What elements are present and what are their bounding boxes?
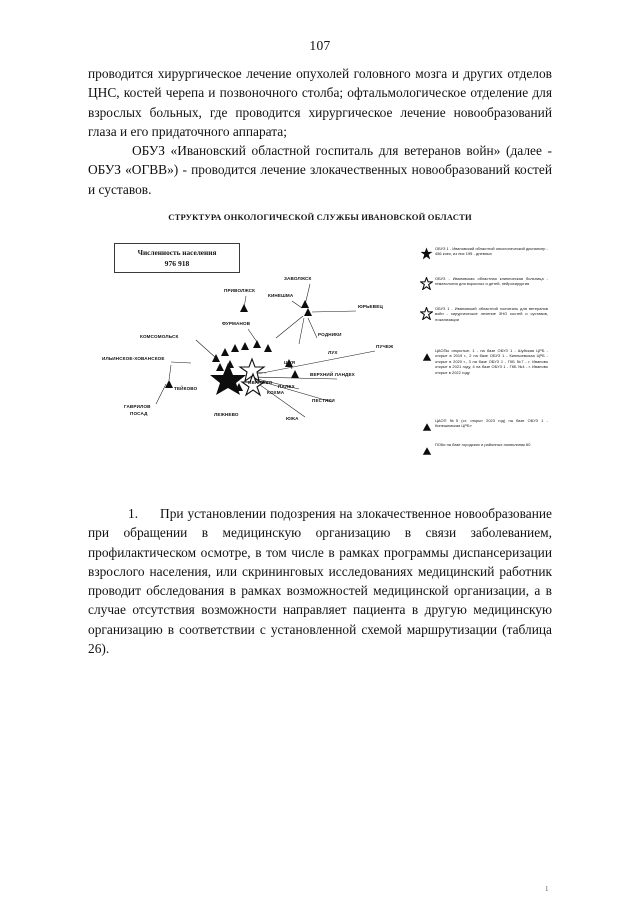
paragraph-2: ОБУЗ «Ивановский областной госпиталь для…	[88, 141, 552, 199]
city-label-pestyaki: ПЕСТЯКИ	[312, 398, 335, 403]
star-veterans-hospital	[240, 372, 266, 397]
triangle-icon	[418, 442, 435, 461]
paragraph-3: 1.При установлении подозрения на злокаче…	[88, 504, 552, 658]
population-box: Численность населения 976 918	[114, 243, 240, 273]
ivanovo-region-map: ЗАВОЛЖСК КИНЕШМА ЮРЬЕВЕЦ ПРИВОЛЖСК ФУРМА…	[96, 232, 412, 484]
city-label-puchezh: ПУЧЕЖ	[376, 344, 394, 349]
legend-item-clinical-hospital: ОБУЗ - Ивановская областная клиническая …	[418, 275, 548, 295]
legend-item-oncology-dispensary: ОБУЗ 1 - Ивановский областной онкологиче…	[418, 246, 548, 265]
city-label-palekh: ПАЛЕХ	[278, 384, 295, 389]
legend-text-tsaop-5: ЦАОП №5 (ст. открыт 2023 год) на базе ОБ…	[435, 418, 548, 429]
legend-text-oncology-dispensary: ОБУЗ 1 - Ивановский областной онкологиче…	[435, 246, 548, 257]
city-label-gavrilov: ГАВРИЛОВ	[124, 404, 151, 409]
city-label-lukh: ЛУХ	[328, 350, 338, 355]
star-oncology-dispensary	[210, 363, 246, 395]
city-label-verkhniy-landekh: ВЕРХНИЙ ЛАНДЕХ	[310, 372, 355, 377]
city-label-komsomolsk: КОМСОМОЛЬСК	[140, 334, 179, 339]
map-star-markers	[210, 357, 266, 397]
paragraph-1: проводится хирургическое лечение опухоле…	[88, 66, 552, 139]
star-filled-icon	[418, 246, 435, 265]
legend-item-tsaop-5: ЦАОП №5 (ст. открыт 2023 год) на базе ОБ…	[418, 418, 548, 437]
city-label-yuryevets: ЮРЬЕВЕЦ	[358, 304, 383, 309]
city-label-shuya: ШУЯ	[284, 360, 296, 365]
page-footer-mark: 1	[545, 885, 549, 893]
city-label-yuzha: ЮЖА	[286, 416, 299, 421]
city-label-zavolzhsk: ЗАВОЛЖСК	[284, 276, 312, 281]
population-label: Численность населения	[137, 248, 217, 257]
legend-item-poki: ПОКи на базе городских и районных поликл…	[418, 442, 548, 461]
city-label-ivanovo: ИВАНОВО	[248, 380, 273, 385]
city-label-teykovo: ТЕЙКОВО	[174, 386, 198, 391]
city-label-furmanov: ФУРМАНОВ	[222, 321, 251, 326]
triangle-icon	[418, 418, 435, 437]
city-label-lezhnevo: ЛЕЖНЕВО	[214, 412, 239, 417]
city-label-kineshma: КИНЕШМА	[268, 293, 294, 298]
legend-text-poki: ПОКи на базе городских и районных поликл…	[435, 442, 531, 447]
triangle-icon	[418, 348, 435, 367]
legend-item-tsaop-open: ЦАОПы открытые: 1 - на базе ОБУЗ 1 - Шуй…	[418, 348, 548, 375]
legend-text-clinical-hospital: ОБУЗ - Ивановская областная клиническая …	[435, 276, 548, 287]
city-label-ilyinskoye: ИЛЬИНСКОЕ-ХОВАНСКОЕ	[102, 356, 165, 361]
city-label-posad: ПОСАД	[130, 411, 148, 416]
star-outline-icon	[418, 275, 435, 295]
figure-legend: ОБУЗ 1 - Ивановский областной онкологиче…	[418, 238, 548, 482]
paragraph-2-text: ОБУЗ «Ивановский областной госпиталь для…	[88, 143, 552, 197]
paragraph-3-text: При установлении подозрения на злокачест…	[88, 506, 552, 657]
page-number: 107	[309, 38, 331, 53]
population-value: 976 918	[164, 259, 190, 269]
map-connector-lines	[155, 283, 376, 418]
figure-oncology-service-structure: Численность населения 976 918	[96, 232, 548, 484]
city-label-kokhma: КОХМА	[267, 390, 285, 395]
figure-title: СТРУКТУРА ОНКОЛОГИЧЕСКОЙ СЛУЖБЫ ИВАНОВСК…	[168, 212, 472, 222]
legend-text-veterans-hospital: ОБУЗ 1 - Ивановский областной госпиталь …	[435, 306, 548, 322]
legend-text-tsaop-open: ЦАОПы открытые: 1 - на базе ОБУЗ 1 - Шуй…	[435, 348, 548, 375]
star-outline-icon	[418, 305, 435, 325]
city-label-privolzhsk: ПРИВОЛЖСК	[224, 288, 256, 293]
paragraph-3-number: 1.	[128, 506, 139, 521]
legend-item-veterans-hospital: ОБУЗ 1 - Ивановский областной госпиталь …	[418, 305, 548, 325]
city-label-rodniki: РОДНИКИ	[318, 332, 342, 337]
